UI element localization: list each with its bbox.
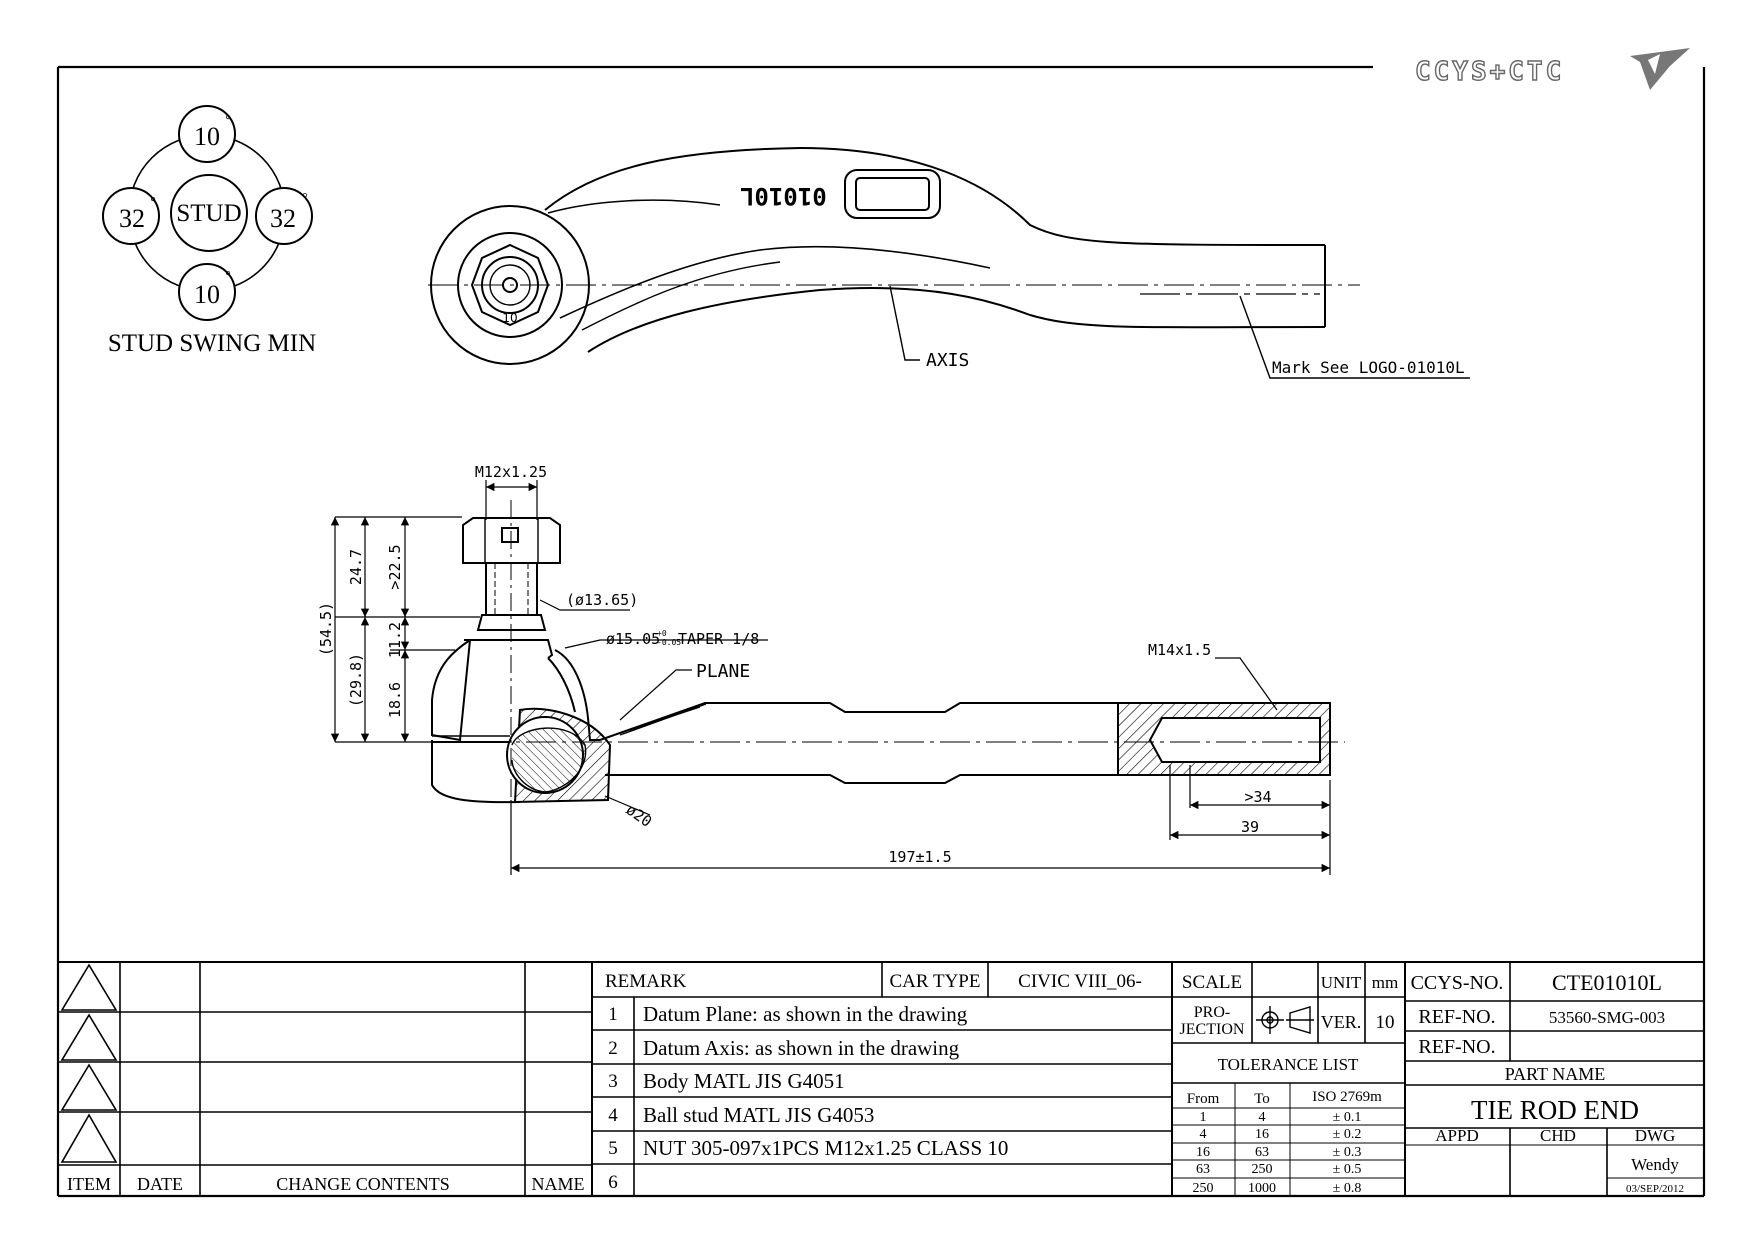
remark-label: REMARK (605, 971, 687, 992)
dim-18-6: 18.6 (386, 682, 404, 718)
logo-emblem-icon (1630, 48, 1690, 90)
dim-overall-length: 197±1.5 (888, 848, 951, 866)
tol-from: 1 (1200, 1110, 1207, 1125)
ver-label: VER. (1321, 1012, 1362, 1032)
swing-left-value: 32 (119, 204, 145, 233)
unit-value: mm (1372, 973, 1398, 992)
tol-from: 4 (1200, 1127, 1207, 1142)
tol-header-to: To (1254, 1091, 1270, 1107)
remark-no: 6 (608, 1172, 618, 1193)
swing-degree: ° (225, 113, 231, 128)
appd-label: APPD (1435, 1126, 1478, 1145)
nut-size-label: 10 (502, 311, 517, 325)
dim-11-2: 11.2 (386, 622, 404, 658)
mark-note: Mark See LOGO-01010L (1272, 358, 1465, 377)
rev-header-change: CHANGE CONTENTS (276, 1174, 450, 1194)
rev-header-name: NAME (532, 1174, 585, 1194)
remark-text: Datum Axis: as shown in the drawing (643, 1036, 960, 1060)
tol-from: 63 (1196, 1162, 1210, 1177)
remark-text: Datum Plane: as shown in the drawing (643, 1002, 968, 1026)
chd-label: CHD (1540, 1126, 1576, 1145)
ccys-no-value: CTE01010L (1552, 970, 1662, 995)
remark-no: 4 (608, 1105, 618, 1126)
remark-text: NUT 305-097x1PCS M12x1.25 CLASS 10 (643, 1136, 1008, 1160)
projection-label: JECTION (1180, 1021, 1245, 1038)
dim-54-5: (54.5) (317, 602, 335, 656)
plane-label: PLANE (696, 661, 750, 682)
rev-header-item: ITEM (67, 1174, 111, 1194)
swing-top-value: 10 (194, 122, 220, 151)
tol-from: 16 (1196, 1145, 1210, 1160)
ref-no-value: 53560-SMG-003 (1549, 1008, 1665, 1027)
remark-text: Body MATL JIS G4051 (643, 1069, 845, 1093)
swing-title: STUD SWING MIN (108, 330, 316, 357)
dim-39: 39 (1241, 818, 1259, 836)
stud-thread-dim: M12x1.25 (475, 463, 547, 481)
logo-text: CCYS+CTC (1415, 57, 1564, 87)
taper-dia: ø15.05 (606, 630, 660, 648)
swing-bottom-value: 10 (194, 280, 220, 309)
ccys-no-label: CCYS-NO. (1411, 972, 1504, 994)
remark-no: 5 (608, 1138, 618, 1159)
dim-34: >34 (1244, 788, 1271, 806)
swing-degree: ° (225, 269, 231, 284)
stud-swing-diagram (102, 105, 313, 321)
drawing-date: 03/SEP/2012 (1626, 1183, 1684, 1195)
dia-13-65: (ø13.65) (566, 591, 638, 609)
dim-22-5: >22.5 (386, 544, 404, 589)
part-name-value: TIE ROD END (1471, 1095, 1639, 1125)
remark-text: Ball stud MATL JIS G4053 (643, 1103, 874, 1127)
rod-thread-dim: M14x1.5 (1148, 641, 1211, 659)
dim-24-7: 24.7 (347, 549, 365, 585)
tol-value: ± 0.5 (1333, 1162, 1362, 1177)
tol-value: ± 0.8 (1333, 1181, 1362, 1196)
dimension-lines (330, 480, 1331, 875)
tol-to: 63 (1255, 1145, 1269, 1160)
sheet-border (56, 65, 1706, 1198)
swing-right-value: 32 (270, 204, 296, 233)
swing-center-label: STUD (176, 200, 241, 227)
tol-from: 250 (1193, 1181, 1214, 1196)
dim-29-8: (29.8) (347, 653, 365, 707)
ver-value: 10 (1376, 1012, 1395, 1033)
rev-header-date: DATE (137, 1174, 183, 1194)
tol-to: 1000 (1248, 1181, 1276, 1196)
drawn-by: Wendy (1631, 1155, 1679, 1174)
axis-label: AXIS (926, 350, 969, 371)
tol-header-std: ISO 2769m (1312, 1089, 1382, 1105)
tol-value: ± 0.3 (1333, 1145, 1362, 1160)
part-name-label: PART NAME (1505, 1064, 1605, 1084)
remark-no: 1 (608, 1004, 618, 1025)
unit-label: UNIT (1321, 973, 1362, 992)
ref-no2-label: REF-NO. (1418, 1036, 1495, 1058)
taper-spec: TAPER 1/8 (678, 630, 759, 648)
car-type-label: CAR TYPE (890, 971, 981, 992)
car-type-value: CIVIC VIII_06- (1018, 971, 1142, 992)
tol-to: 4 (1259, 1110, 1266, 1125)
taper-tol-lower: -0.05 (657, 638, 681, 647)
scale-label: SCALE (1182, 972, 1242, 993)
tol-value: ± 0.2 (1333, 1127, 1362, 1142)
swing-degree: ° (302, 191, 308, 206)
taper-tol-upper: +0 (657, 629, 667, 638)
tol-to: 16 (1255, 1127, 1269, 1142)
remark-no: 3 (608, 1071, 618, 1092)
side-view (431, 500, 1345, 804)
part-mark-engraving: 01010L (740, 182, 827, 210)
projection-symbol-icon (1256, 1006, 1314, 1034)
tolerance-title: TOLERANCE LIST (1218, 1055, 1359, 1074)
remark-no: 2 (608, 1038, 618, 1059)
tol-header-from: From (1187, 1091, 1220, 1107)
tol-to: 250 (1252, 1162, 1273, 1177)
company-logo: CCYS+CTC (1414, 48, 1690, 90)
swing-degree: ° (150, 195, 156, 210)
tol-value: ± 0.1 (1333, 1110, 1362, 1125)
table-grid (58, 961, 1704, 1196)
projection-label: PRO- (1194, 1004, 1230, 1021)
top-view (428, 146, 1470, 379)
dwg-label: DWG (1635, 1126, 1676, 1145)
ref-no-label: REF-NO. (1418, 1006, 1495, 1028)
